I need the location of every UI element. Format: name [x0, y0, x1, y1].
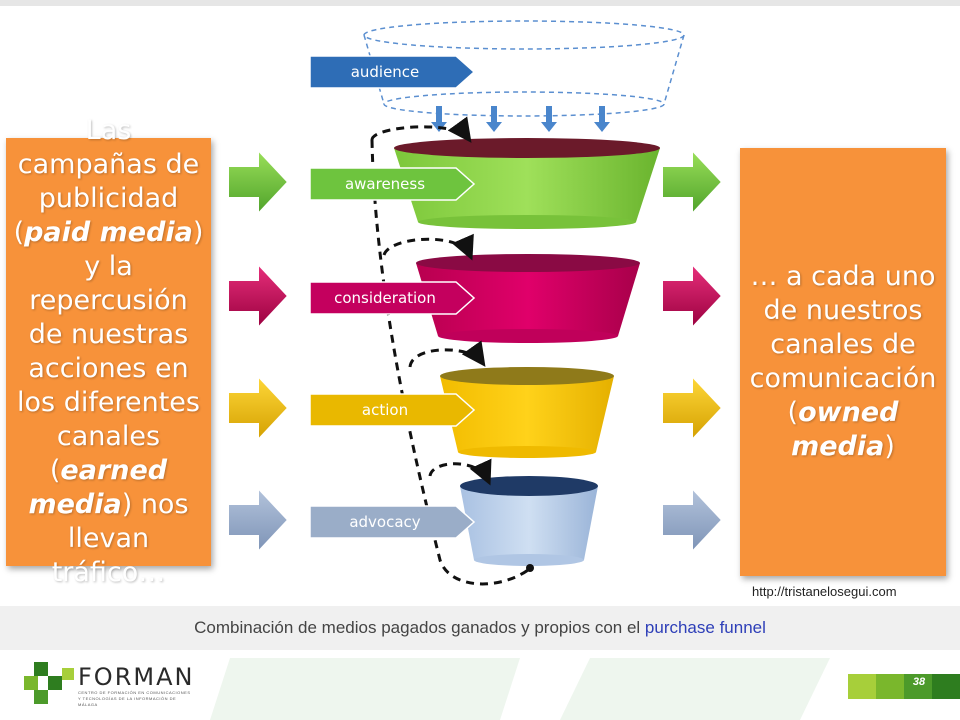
funnel-diagram	[227, 20, 724, 586]
strip-block-2	[876, 674, 904, 699]
audience-outline	[363, 20, 685, 117]
strip-block-1	[848, 674, 876, 699]
banner-action	[309, 393, 476, 427]
paid-earned-media-box: Las campañas de publicidad (paid media) …	[6, 115, 211, 588]
figure-caption: Combinación de medios pagados ganados y …	[194, 618, 766, 637]
strip-block-4	[932, 674, 960, 699]
funnel-awareness	[394, 138, 660, 229]
owned-media-text: … a cada uno de nuestros canales de comu…	[749, 261, 937, 462]
banner-consideration	[309, 281, 476, 315]
flow-dashed-lines	[370, 116, 529, 586]
stage-label-advocacy: advocacy	[349, 513, 421, 531]
left-arrows	[227, 147, 290, 555]
banner-advocacy	[309, 505, 476, 539]
funnel-action	[440, 367, 614, 458]
top-bar	[0, 0, 960, 6]
audience-down-arrows	[431, 106, 610, 132]
footer-watermark	[210, 658, 830, 720]
stage-label-action: action	[361, 401, 409, 419]
banner-awareness	[309, 167, 476, 201]
funnel-advocacy	[460, 476, 598, 566]
page-strip	[848, 674, 960, 699]
source-url: http://tristanelosegui.com	[752, 584, 897, 599]
forman-subtitle: Centro de Formación en Comunicaciones y …	[78, 690, 191, 707]
stage-label-consideration: consideration	[334, 289, 436, 307]
owned-media-box: … a cada uno de nuestros canales de comu…	[740, 148, 946, 576]
right-arrows	[661, 147, 724, 555]
stage-label-awareness: awareness	[344, 175, 426, 193]
paid-earned-media-text: Las campañas de publicidad (paid media) …	[13, 115, 204, 588]
banner-audience	[309, 55, 476, 89]
flow-end-dot	[526, 564, 534, 572]
strip-block-3	[904, 674, 932, 699]
page-number: 38	[912, 676, 926, 688]
forman-logo-icon	[24, 662, 74, 704]
forman-brand: FORMAN	[78, 663, 195, 691]
stage-banners	[309, 55, 476, 539]
caption-bar	[0, 606, 960, 650]
stage-label-audience: audience	[350, 63, 420, 81]
